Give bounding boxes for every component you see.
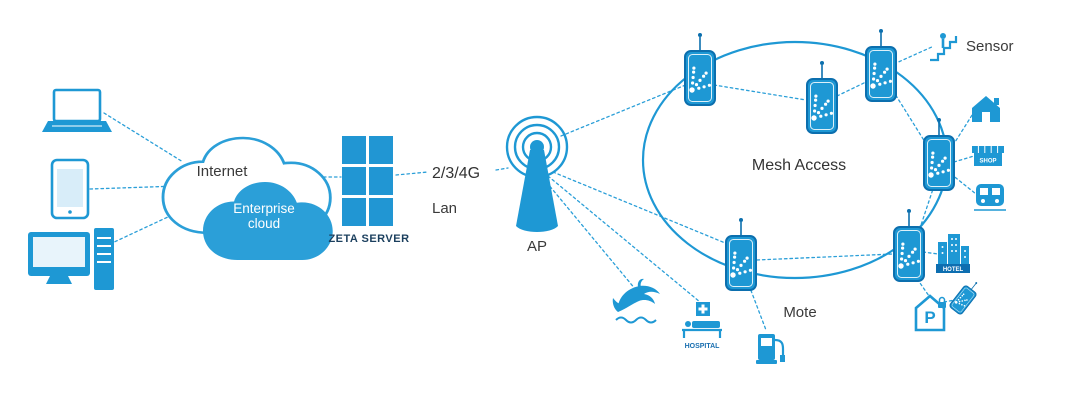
mote-device (893, 208, 925, 282)
laptop-icon (42, 88, 112, 132)
enterprise-cloud (203, 182, 333, 260)
mesh-access-label: Mesh Access (752, 157, 846, 174)
hospital-bed-icon: HOSPITAL (682, 302, 722, 350)
ap-label: AP (527, 238, 547, 255)
escalator-sensor-icon (930, 33, 958, 62)
mote-device (725, 217, 757, 291)
mote-device (806, 60, 838, 134)
hospital-sign-label: HOSPITAL (685, 343, 721, 350)
train-icon (974, 184, 1006, 211)
hotel-icon: HOTEL (936, 234, 970, 273)
mote-device (923, 117, 955, 191)
ap-tower (505, 115, 569, 232)
fuel-pump-icon (756, 334, 785, 364)
shop-icon: SHOP (972, 146, 1004, 166)
enterprise-label: Enterprise (233, 201, 295, 216)
parking-icon: P (914, 294, 946, 332)
lan-label: Lan (432, 200, 457, 217)
zeta-server (342, 136, 393, 226)
mote-device-small (948, 277, 984, 316)
mote-label: Mote (783, 304, 816, 321)
internet-label: Internet (197, 163, 249, 180)
sensor-label: Sensor (966, 38, 1014, 55)
zeta-server-label: ZETA SERVER (328, 233, 409, 245)
enterprise-cloud-label: cloud (248, 216, 280, 231)
mote-device (865, 28, 897, 102)
dolphin-icon (612, 278, 660, 324)
parking-sign-label: P (924, 308, 935, 327)
hotel-sign-label: HOTEL (943, 267, 964, 273)
shop-sign-label: SHOP (979, 159, 996, 165)
house-icon (972, 96, 1000, 122)
g234-label: 2/3/4G (432, 165, 480, 182)
mote-device (684, 32, 716, 106)
desktop-icon (28, 228, 114, 290)
tablet-icon (50, 158, 90, 220)
